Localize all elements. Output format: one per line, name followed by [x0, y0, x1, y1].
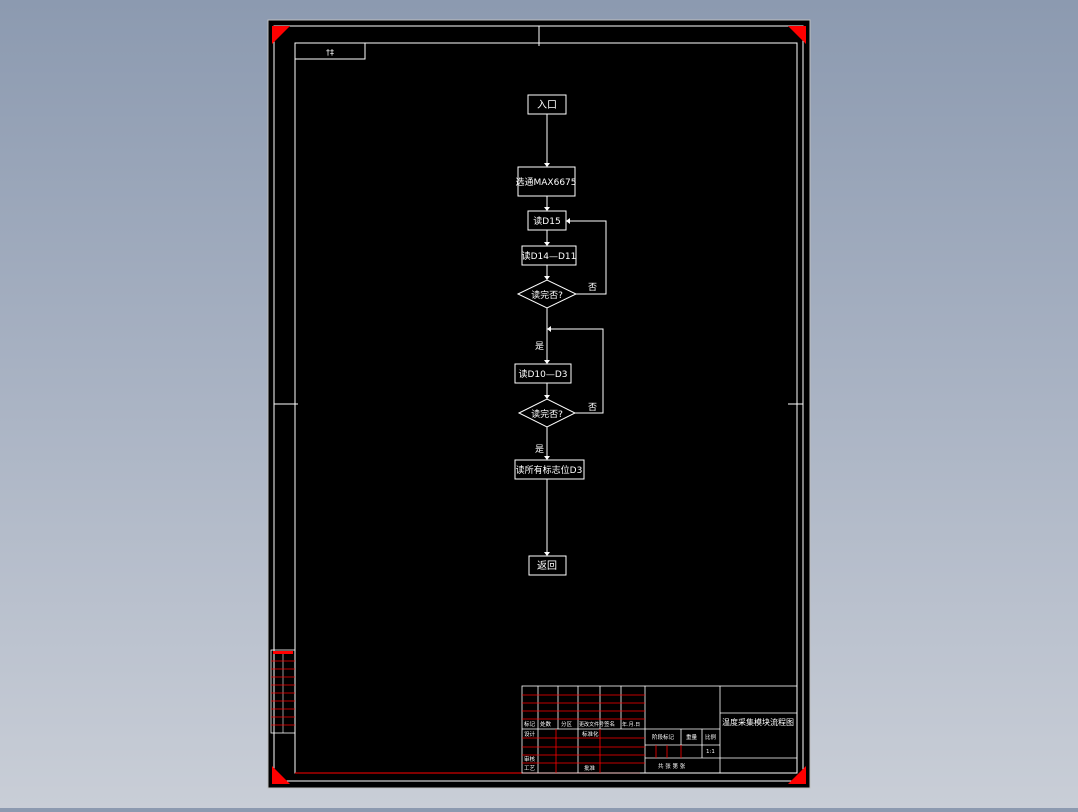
- label-yes-1: 是: [535, 341, 544, 352]
- label-read-d15: 读D15: [533, 215, 560, 227]
- title-block-text: 标记 处数 分区 更改文件号 签名 年.月.日 设计 标准化 审核 工艺 批准 …: [524, 720, 717, 772]
- label-check-2: 读完否?: [531, 408, 563, 420]
- tb-scale: 比例: [705, 733, 717, 741]
- edge-check1-no-loop: [566, 220, 607, 295]
- title-block: [521, 685, 798, 774]
- edge-labels: 否 是 否 是: [535, 282, 597, 455]
- tb-stage-mark: 阶段标记: [652, 733, 675, 741]
- node-read-data: [514, 459, 585, 480]
- tb-header-zone: 分区: [561, 720, 573, 728]
- label-read-d14-d11: 读D14—D11: [522, 250, 577, 262]
- label-read-d10-d3: 读D10—D3: [518, 368, 567, 380]
- drawing-title: 温度采集模块流程图: [722, 717, 794, 727]
- tb-header-count: 处数: [540, 720, 552, 728]
- arrowheads: [544, 163, 570, 556]
- label-yes-2: 是: [535, 444, 544, 455]
- corner-mark-bottom-left: [272, 766, 290, 784]
- side-table: [270, 649, 296, 734]
- label-no-2: 否: [588, 402, 597, 413]
- flowchart: [514, 94, 607, 576]
- drawing-sheet: [267, 19, 811, 789]
- tb-row-design: 设计: [524, 730, 536, 738]
- flowchart-labels: 入口 选通MAX6675 读D15 读D14—D11 读完否? 读D10—D3 …: [516, 100, 583, 572]
- top-left-tag: †‡: [326, 48, 334, 57]
- tb-row-standard: 标准化: [582, 730, 599, 738]
- tb-row-approve: 批准: [584, 764, 596, 772]
- corner-mark-top-right: [788, 26, 806, 44]
- tb-row-process: 工艺: [524, 765, 536, 772]
- node-read-d10-d3: [514, 363, 572, 384]
- node-read-d14-d11: [521, 245, 577, 266]
- tb-header-date: 年.月.日: [622, 721, 640, 728]
- tb-header-mark: 标记: [524, 720, 536, 728]
- label-check-1: 读完否?: [531, 289, 563, 301]
- corner-mark-bottom-right: [788, 766, 806, 784]
- label-read-data: 读所有标志位D3: [516, 464, 583, 476]
- label-start: 入口: [537, 100, 557, 111]
- tb-header-sign: 签名: [604, 720, 615, 728]
- tb-sheets: 共 张 第 张: [658, 762, 686, 770]
- tb-row-review: 审核: [524, 755, 536, 763]
- tb-weight: 重量: [686, 733, 698, 741]
- label-select-chip: 选通MAX6675: [516, 176, 577, 188]
- top-left-tag-box: [294, 42, 366, 60]
- label-return: 返回: [537, 560, 557, 572]
- corner-mark-top-left: [272, 26, 290, 44]
- label-no-1: 否: [588, 282, 597, 293]
- tb-header-doc: 更改文件号: [579, 721, 604, 728]
- edge-check2-no-loop: [547, 328, 604, 414]
- tb-scale-value: 1:1: [706, 749, 715, 755]
